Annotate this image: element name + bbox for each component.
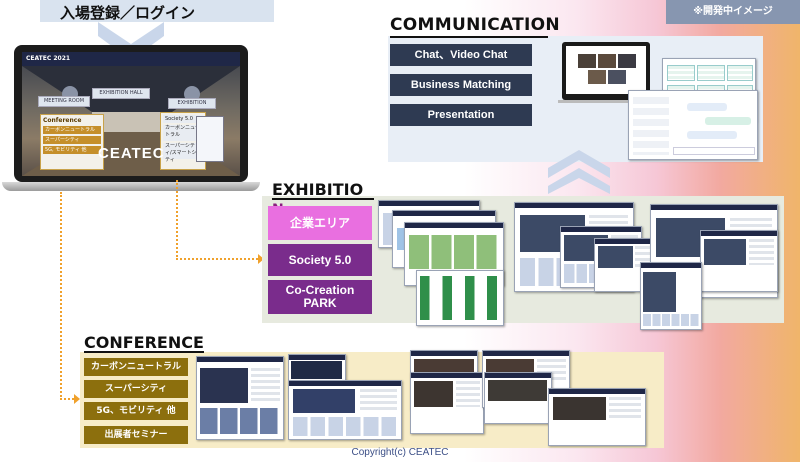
guide-line-conference-h [60,398,78,400]
conference-board[interactable]: Conference カーボンニュートラル スーパーシティ 5G, モビリティ … [40,114,104,170]
session-screenshot [484,372,552,424]
chat-screenshot [628,90,758,160]
sign-meeting-room[interactable]: MEETING ROOM [38,96,90,107]
conference-board-title: Conference [43,117,82,124]
session-screenshot [196,356,284,440]
venue-logo: CEATEC 2021 [26,55,71,62]
communication-underline [390,36,548,38]
booth-screenshot [700,230,778,292]
exhibitor-seminar-button[interactable]: 出展者セミナー [84,426,188,444]
login-banner [40,0,274,22]
venue-screen-panel [196,116,224,162]
guide-line-exhibition-h [176,258,262,260]
sign-exhibition-hall[interactable]: EXHIBITION HALL [92,88,150,99]
exhibit-screenshot [416,270,504,326]
board-item[interactable]: カーボンニュートラル [163,125,203,141]
guide-line-conference [60,192,62,400]
board-item[interactable]: スーパーシティ/スマートシティ [163,143,203,163]
presentation-button[interactable]: Presentation [390,104,532,126]
session-screenshot [410,372,484,434]
society-5-button[interactable]: Society 5.0 [268,244,372,276]
exhibition-title: EXHIBITIO [272,180,364,199]
video-tile [608,70,626,84]
communication-title: COMMUNICATION [390,15,560,35]
booth-screenshot [640,262,702,330]
conference-underline [84,351,204,353]
5g-mobility-button[interactable]: 5G、モビリティ 他 [84,402,188,420]
board-item[interactable]: スーパーシティ [43,136,101,144]
chevron-up-icon [548,150,610,194]
co-creation-park-button[interactable]: Co-Creation PARK [268,280,372,314]
guide-line-exhibition [176,180,178,260]
video-chat-laptop [558,42,654,103]
video-tile [578,54,596,68]
board-item[interactable]: 5G, モビリティ 他 [43,146,101,154]
board-item[interactable]: カーボンニュートラル [43,126,101,134]
login-title: 入場登録／ログイン [60,4,196,22]
exhibition-underline [272,198,374,200]
super-city-button[interactable]: スーパーシティ [84,380,188,398]
conference-title: CONFERENCE [84,333,204,352]
exhibition-board[interactable]: Society 5.0 カーボンニュートラル スーパーシティ/スマートシティ [160,112,206,170]
business-matching-button[interactable]: Business Matching [390,74,532,96]
corporate-area-button[interactable]: 企業エリア [268,206,372,240]
session-screenshot [548,388,646,446]
video-tile [588,70,606,84]
video-tile [618,54,636,68]
dev-image-badge: ※開発中イメージ [666,0,800,24]
carbon-neutral-button[interactable]: カーボンニュートラル [84,358,188,376]
video-tile [598,54,616,68]
session-screenshot [288,380,402,440]
arrow-right-icon [74,394,80,404]
arrow-right-icon [258,254,264,264]
venue-navbar: CEATEC 2021 [22,52,240,66]
ceatec-floor-logo: CEATEC [98,145,165,162]
copyright-footer: Copyright(c) CEATEC [351,447,449,458]
sign-exhibition[interactable]: EXHIBITION [168,98,216,109]
laptop-base [2,182,260,191]
chat-video-chat-button[interactable]: Chat、Video Chat [390,44,532,66]
board-item[interactable]: Society 5.0 [163,115,203,123]
chat-input [673,147,755,155]
